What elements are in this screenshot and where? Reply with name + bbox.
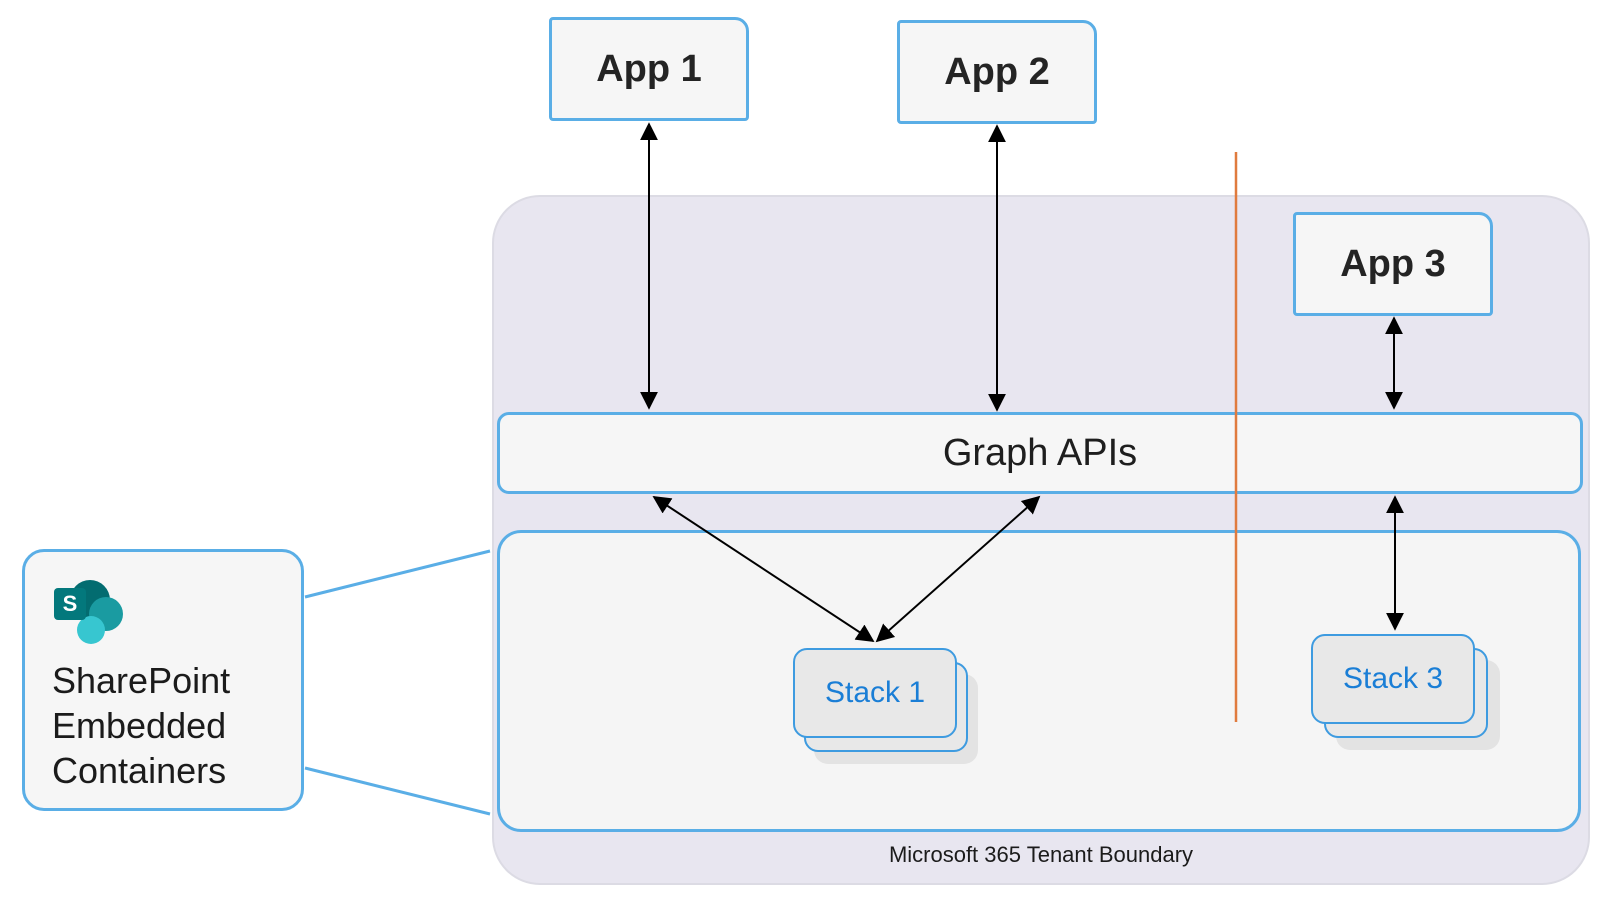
stack-3-card[interactable]: Stack 3 [1311,634,1475,724]
graph-apis-bar[interactable]: Graph APIs [497,412,1583,494]
callout-connector-top [304,549,491,599]
sharepoint-label-line-2: Embedded [52,705,227,746]
tenant-boundary-label: Microsoft 365 Tenant Boundary [888,842,1194,867]
sharepoint-icon: S [54,580,123,644]
sharepoint-label-line-3: Containers [52,750,227,791]
stack-1-card[interactable]: Stack 1 [793,648,957,738]
app-1-box[interactable]: App 1 [549,17,749,121]
sharepoint-embedded-callout [22,549,304,811]
arrow-graph-stack1-left [652,496,875,642]
app-3-box[interactable]: App 3 [1293,212,1493,316]
sharepoint-label-line-1: SharePoint [52,660,231,701]
arrow-graph-stack1-right [875,495,1041,643]
callout-connector-bottom [304,766,491,816]
app-2-box[interactable]: App 2 [897,20,1097,124]
sharepoint-icon-letter: S [63,591,78,616]
sharepoint-embedded-label: SharePoint Embedded Containers [52,658,230,793]
